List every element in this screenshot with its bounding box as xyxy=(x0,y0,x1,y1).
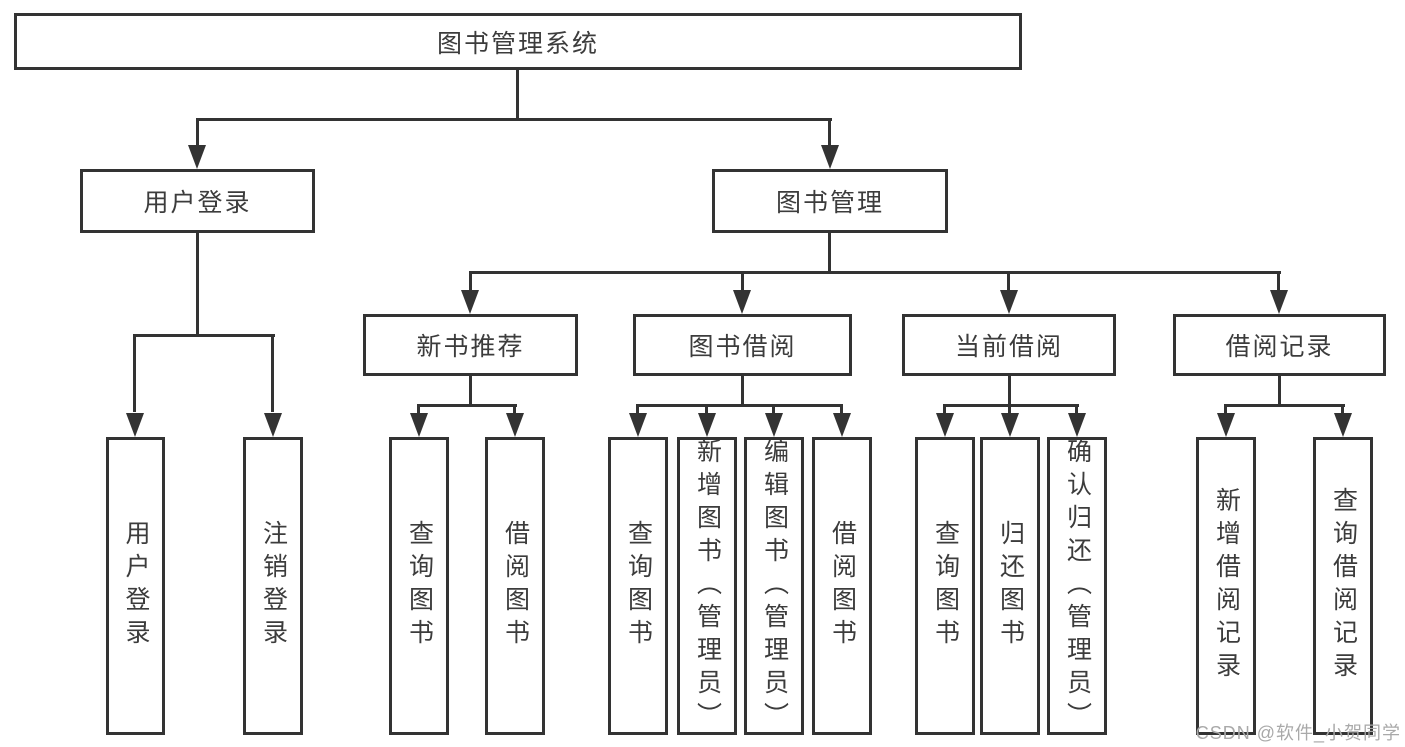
node-leaf-user-login: 用户登录 xyxy=(106,437,165,735)
node-label: 用户登录 xyxy=(143,189,252,217)
connector-stem xyxy=(196,118,199,148)
node-borrow-records: 借阅记录 xyxy=(1173,314,1386,376)
connector-stem xyxy=(1008,404,1011,415)
connector-stem xyxy=(196,233,199,336)
arrow-down-icon xyxy=(1334,413,1352,437)
node-label: 图书借阅 xyxy=(688,333,797,361)
node-leaf-borrow-books: 借阅图书 xyxy=(812,437,872,735)
connector-stem xyxy=(705,404,708,415)
connector-stem xyxy=(1341,404,1344,415)
node-label: 新书推荐 xyxy=(416,333,525,361)
arrow-down-icon xyxy=(733,290,751,314)
node-book-borrow: 图书借阅 xyxy=(633,314,852,376)
connector-hbar xyxy=(417,404,517,407)
node-book-management: 图书管理 xyxy=(712,169,948,233)
arrow-down-icon xyxy=(936,413,954,437)
connector-stem xyxy=(1008,376,1011,407)
connector-stem xyxy=(828,233,831,274)
node-library-management-system: 图书管理系统 xyxy=(14,13,1022,70)
node-leaf-query-books-current: 查询图书 xyxy=(915,437,975,735)
node-leaf-query-books-recommend: 查询图书 xyxy=(389,437,449,735)
connector-stem xyxy=(828,118,831,148)
arrow-down-icon xyxy=(126,413,144,437)
arrow-down-icon xyxy=(1217,413,1235,437)
connector-stem xyxy=(1277,271,1280,293)
arrow-down-icon xyxy=(1001,413,1019,437)
connector-stem xyxy=(133,334,136,412)
node-leaf-edit-books-admin: 编辑图书（管理员） xyxy=(744,437,804,735)
node-label: 借阅记录 xyxy=(1225,333,1334,361)
connector-stem xyxy=(417,404,420,415)
arrow-down-icon xyxy=(629,413,647,437)
node-label: 当前借阅 xyxy=(954,333,1063,361)
node-leaf-add-books-admin: 新增图书（管理员） xyxy=(677,437,737,735)
node-label: 确认归还（管理员） xyxy=(1063,437,1092,735)
node-new-book-recommend: 新书推荐 xyxy=(363,314,578,376)
node-leaf-borrow-books-recommend: 借阅图书 xyxy=(485,437,545,735)
connector-stem xyxy=(469,271,472,293)
connector-stem xyxy=(943,404,946,415)
arrow-down-icon xyxy=(1270,290,1288,314)
arrow-down-icon xyxy=(264,413,282,437)
node-label: 编辑图书（管理员） xyxy=(760,437,789,735)
node-label: 注销登录 xyxy=(259,520,288,652)
connector-stem xyxy=(469,376,472,407)
node-label: 图书管理系统 xyxy=(436,29,599,58)
node-label: 查询借阅记录 xyxy=(1329,487,1358,685)
node-leaf-query-books-borrow: 查询图书 xyxy=(608,437,668,735)
watermark: CSDN @软件_小贺同学 xyxy=(1195,723,1401,743)
connector-stem xyxy=(772,404,775,415)
arrow-down-icon xyxy=(765,413,783,437)
connector-stem xyxy=(271,334,274,412)
node-label: 归还图书 xyxy=(996,520,1025,652)
arrow-down-icon xyxy=(833,413,851,437)
connector-stem xyxy=(1224,404,1227,415)
node-leaf-query-borrow-record: 查询借阅记录 xyxy=(1313,437,1373,735)
node-user-login-group: 用户登录 xyxy=(80,169,315,233)
connector-hbar xyxy=(943,404,1079,407)
arrow-down-icon xyxy=(698,413,716,437)
node-label: 借阅图书 xyxy=(501,520,530,652)
node-current-borrow: 当前借阅 xyxy=(902,314,1116,376)
connector-root-stem xyxy=(516,70,519,120)
connector-stem xyxy=(1075,404,1078,415)
arrow-down-icon xyxy=(1068,413,1086,437)
connector-stem xyxy=(636,404,639,415)
connector-stem xyxy=(741,376,744,407)
connector-stem xyxy=(1007,271,1010,293)
arrow-down-icon xyxy=(1000,290,1018,314)
arrow-down-icon xyxy=(821,145,839,169)
node-label: 借阅图书 xyxy=(828,520,857,652)
node-label: 用户登录 xyxy=(122,520,150,652)
node-leaf-return-books: 归还图书 xyxy=(980,437,1040,735)
node-leaf-confirm-return-admin: 确认归还（管理员） xyxy=(1047,437,1107,735)
node-leaf-add-borrow-record: 新增借阅记录 xyxy=(1196,437,1256,735)
connector-stem xyxy=(741,271,744,293)
node-label: 查询图书 xyxy=(931,520,960,652)
node-label: 图书管理 xyxy=(775,189,884,217)
node-label: 查询图书 xyxy=(405,520,434,652)
node-label: 查询图书 xyxy=(624,520,653,652)
arrow-down-icon xyxy=(188,145,206,169)
connector-stem xyxy=(513,404,516,415)
arrow-down-icon xyxy=(461,290,479,314)
connector-hbar xyxy=(133,334,275,337)
connector-hbar xyxy=(469,271,1281,274)
node-label: 新增图书（管理员） xyxy=(693,437,722,735)
arrow-down-icon xyxy=(410,413,428,437)
connector-hbar xyxy=(1224,404,1345,407)
connector-root-hbar xyxy=(196,118,832,121)
connector-hbar xyxy=(636,404,843,407)
connector-stem xyxy=(1278,376,1281,407)
arrow-down-icon xyxy=(506,413,524,437)
node-leaf-logout: 注销登录 xyxy=(243,437,303,735)
node-label: 新增借阅记录 xyxy=(1212,487,1241,685)
connector-stem xyxy=(840,404,843,415)
